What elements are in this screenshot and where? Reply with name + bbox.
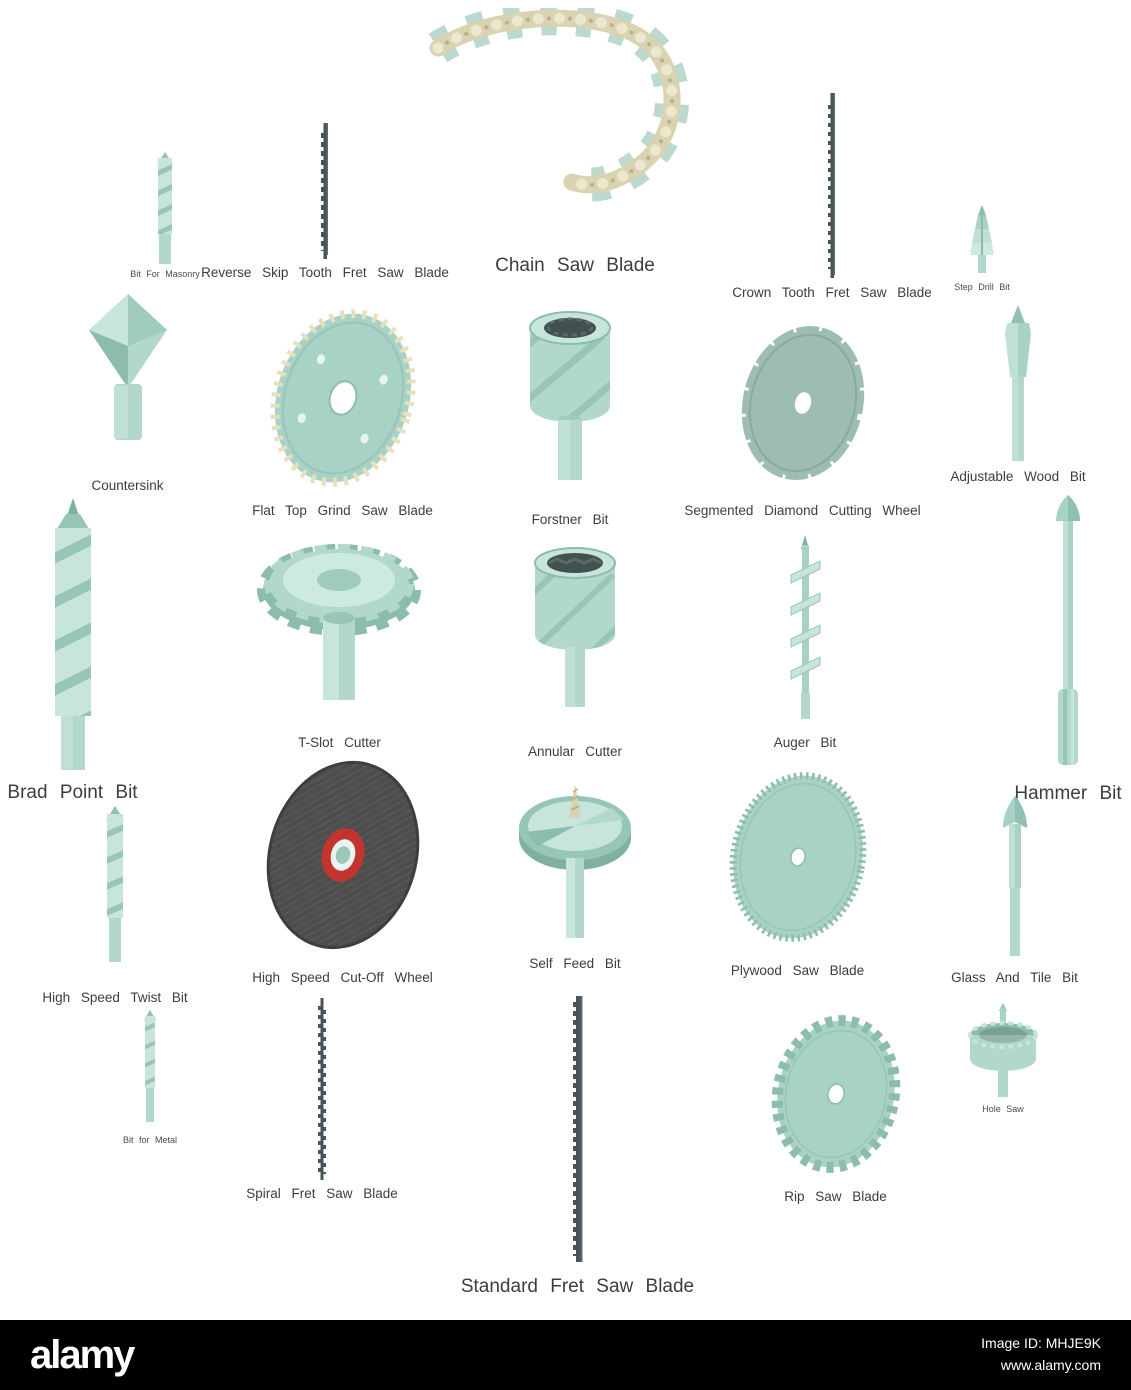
tool-segmented-diamond-cutting-wheel: Segmented Diamond Cutting Wheel [684, 315, 921, 518]
tool-label: Bit for Metal [122, 1135, 177, 1145]
reverse-skip-fret-saw-icon [321, 123, 328, 259]
tool-chain-saw-blade: Chain Saw Blade [420, 8, 730, 277]
watermark-bar: alamy Image ID: MHJE9K www.alamy.com [0, 1320, 1131, 1390]
tool-plywood-saw-blade: Plywood Saw Blade [690, 765, 905, 978]
tool-label: Spiral Fret Saw Blade [246, 1186, 398, 1201]
auger-bit-icon [790, 535, 820, 719]
tool-label: Hole Saw [982, 1104, 1024, 1114]
tool-annular-cutter: Annular Cutter [505, 535, 645, 759]
tool-label: Glass And Tile Bit [951, 970, 1078, 985]
forstner-bit-icon [529, 311, 611, 480]
tool-rip-saw-blade: Rip Saw Blade [728, 1005, 943, 1204]
tool-label: Forstner Bit [531, 512, 609, 527]
chain-saw-blade-icon [420, 8, 730, 203]
tool-label: Bit For Masonry [130, 269, 200, 279]
tool-label: Rip Saw Blade [784, 1189, 887, 1204]
tool-countersink: Countersink [55, 288, 200, 493]
step-drill-bit-icon [970, 205, 994, 273]
alamy-logo: alamy [30, 1333, 135, 1377]
tool-label: Adjustable Wood Bit [950, 469, 1086, 484]
tool-glass-and-tile-bit: Glass And Tile Bit [932, 796, 1097, 985]
high-speed-cut-off-wheel-icon [266, 760, 420, 950]
tool-label: Reverse Skip Tooth Fret Saw Blade [201, 265, 449, 280]
tool-bit-for-masonry: Bit For Masonry [110, 152, 220, 279]
tool-hole-saw: Hole Saw [938, 1003, 1068, 1114]
tool-t-slot-cutter: T-Slot Cutter [252, 528, 427, 750]
website-text: www.alamy.com [1000, 1357, 1101, 1373]
self-feed-bit-icon [519, 784, 631, 938]
tool-label: Self Feed Bit [529, 956, 621, 971]
metal-bit-icon [144, 1010, 156, 1122]
brad-point-bit-icon [54, 498, 91, 770]
tool-label: Flat Top Grind Saw Blade [252, 503, 433, 518]
tool-flat-top-grind-saw-blade: Flat Top Grind Saw Blade [230, 298, 455, 518]
image-id-text: Image ID: MHJE9K [981, 1335, 1101, 1352]
tool-label: Plywood Saw Blade [730, 963, 865, 978]
tool-reverse-skip-fret-saw: Reverse Skip Tooth Fret Saw Blade [201, 123, 449, 280]
tool-hammer-bit: Hammer Bit [1005, 495, 1131, 805]
tool-step-drill-bit: Step Drill Bit [932, 205, 1032, 292]
tool-self-feed-bit: Self Feed Bit [505, 770, 645, 971]
countersink-icon [88, 294, 167, 440]
rip-saw-blade-icon [771, 1015, 901, 1173]
tool-auger-bit: Auger Bit [730, 535, 880, 750]
tool-high-speed-cut-off-wheel: High Speed Cut-Off Wheel [230, 755, 455, 985]
annular-cutter-icon [533, 547, 616, 707]
tool-label: T-Slot Cutter [298, 735, 381, 750]
glass-and-tile-bit-icon [1002, 796, 1027, 956]
tool-bit-for-metal: Bit for Metal [100, 1010, 200, 1145]
segmented-diamond-cutting-wheel-icon [737, 321, 868, 485]
tool-forstner-bit: Forstner Bit [500, 298, 640, 527]
tool-label: Countersink [91, 478, 164, 493]
hole-saw-icon [968, 1003, 1038, 1097]
t-slot-cutter-icon [257, 544, 421, 700]
spiral-fret-saw-blade-icon [318, 998, 326, 1180]
tool-adjustable-wood-bit: Adjustable Wood Bit [938, 305, 1098, 484]
hammer-bit-icon [1056, 495, 1080, 765]
tool-label: Auger Bit [773, 735, 837, 750]
high-speed-twist-bit-icon [106, 806, 124, 962]
tool-crown-tooth-fret-saw: Crown Tooth Fret Saw Blade [722, 93, 942, 300]
plywood-saw-blade-icon [729, 772, 866, 942]
flat-top-grind-saw-blade-icon [269, 309, 416, 487]
tool-label: High Speed Twist Bit [42, 990, 188, 1005]
tool-label: High Speed Cut-Off Wheel [252, 970, 433, 985]
tool-standard-fret-saw-blade: Standard Fret Saw Blade [455, 996, 700, 1298]
tool-label: Hammer Bit [1014, 783, 1122, 804]
watermark-meta: Image ID: MHJE9K www.alamy.com [981, 1333, 1101, 1376]
standard-fret-saw-blade-icon [572, 996, 582, 1262]
tool-spiral-fret-saw-blade: Spiral Fret Saw Blade [222, 998, 422, 1201]
tool-label: Segmented Diamond Cutting Wheel [684, 503, 921, 518]
tool-label: Chain Saw Blade [495, 255, 655, 276]
crown-tooth-fret-saw-icon [828, 93, 835, 278]
tool-label: Annular Cutter [527, 744, 623, 759]
tool-label: Standard Fret Saw Blade [460, 1276, 695, 1297]
tool-label: Crown Tooth Fret Saw Blade [732, 285, 932, 300]
tool-label: Step Drill Bit [954, 282, 1010, 292]
tool-label: Brad Point Bit [7, 782, 138, 803]
masonry-bit-icon [157, 152, 173, 264]
tool-brad-point-bit: Brad Point Bit [5, 498, 140, 804]
tool-high-speed-twist-bit: High Speed Twist Bit [42, 806, 188, 1005]
adjustable-wood-bit-icon [1005, 305, 1031, 461]
